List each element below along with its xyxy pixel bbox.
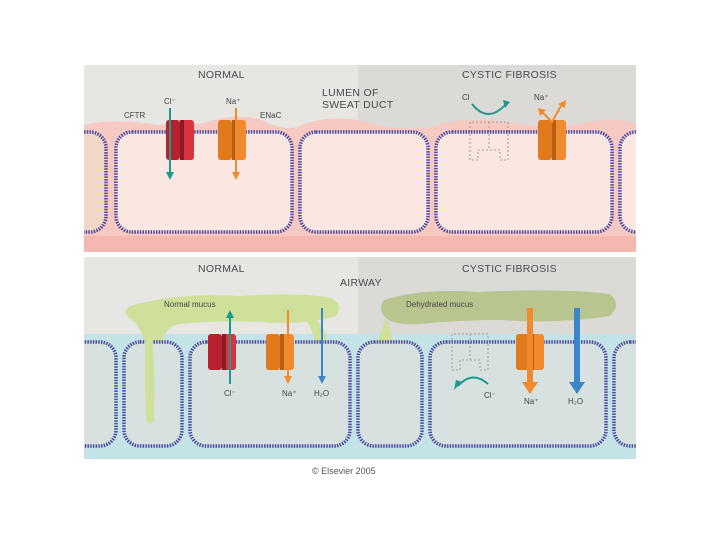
na-label-airway-normal: Na⁺ xyxy=(282,389,296,398)
cell xyxy=(298,130,430,234)
sweat-duct-cells xyxy=(84,130,636,234)
cell xyxy=(84,130,108,234)
dehydrated-mucus xyxy=(381,290,616,325)
cell xyxy=(84,340,118,448)
cftr-channel-airway-normal xyxy=(208,310,236,384)
cell xyxy=(114,130,294,234)
normal-mucus-label: Normal mucus xyxy=(164,300,216,309)
enac-channel-normal xyxy=(218,108,246,180)
lumen-title-line2: SWEAT DUCT xyxy=(322,99,394,111)
airway-title: AIRWAY xyxy=(340,277,382,289)
airway-cf-title: CYSTIC FIBROSIS xyxy=(462,263,557,275)
cl-label-normal: Cl⁻ xyxy=(164,97,176,106)
airway-normal-title: NORMAL xyxy=(198,263,245,275)
sweat-cf-title: CYSTIC FIBROSIS xyxy=(462,69,557,81)
na-label-airway-cf: Na⁺ xyxy=(524,397,538,406)
copyright-caption: © Elsevier 2005 xyxy=(312,466,376,476)
enac-channel-airway-cf xyxy=(516,308,544,394)
mucus-strand xyxy=(145,322,155,424)
cell xyxy=(612,340,636,448)
dehydrated-mucus-label: Dehydrated mucus xyxy=(406,300,473,309)
cl-label-cf: Cl xyxy=(462,93,470,102)
lumen-title-line1: LUMEN OF xyxy=(322,87,379,99)
cell xyxy=(434,130,614,234)
airway-cells xyxy=(84,340,636,448)
water-label-airway-normal: H₂O xyxy=(314,389,329,398)
na-label-cf: Na⁺ xyxy=(534,93,548,102)
na-label-normal: Na⁺ xyxy=(226,97,240,106)
enac-label: ENaC xyxy=(260,111,282,120)
cl-blocked-arrow xyxy=(471,103,507,115)
water-arrow-cf xyxy=(569,308,585,394)
enac-channel-airway-normal xyxy=(266,310,294,384)
sweat-duct-basal-band xyxy=(84,236,636,252)
water-label-airway-cf: H₂O xyxy=(568,397,583,406)
cftr-label: CFTR xyxy=(124,111,146,120)
cftr-channel-normal xyxy=(166,108,194,180)
cell xyxy=(356,340,424,448)
na-hyper-arrow xyxy=(527,308,533,384)
cl-label-airway-normal: Cl⁻ xyxy=(224,389,236,398)
cell xyxy=(618,130,636,234)
sweat-duct-panel: NORMAL CYSTIC FIBROSIS LUMEN OF SWEAT DU… xyxy=(84,65,636,252)
sweat-normal-title: NORMAL xyxy=(198,69,245,81)
airway-panel: NORMAL CYSTIC FIBROSIS AIRWAY Normal muc… xyxy=(84,257,636,459)
water-arrow-normal xyxy=(318,308,326,384)
cftr-channel-airway-missing xyxy=(451,333,489,390)
cl-label-airway-cf: Cl⁻ xyxy=(484,391,496,400)
cell xyxy=(428,340,608,448)
enac-channel-cf xyxy=(538,100,566,160)
na-reflux-arrow xyxy=(541,103,563,124)
cftr-channel-missing xyxy=(469,100,510,161)
